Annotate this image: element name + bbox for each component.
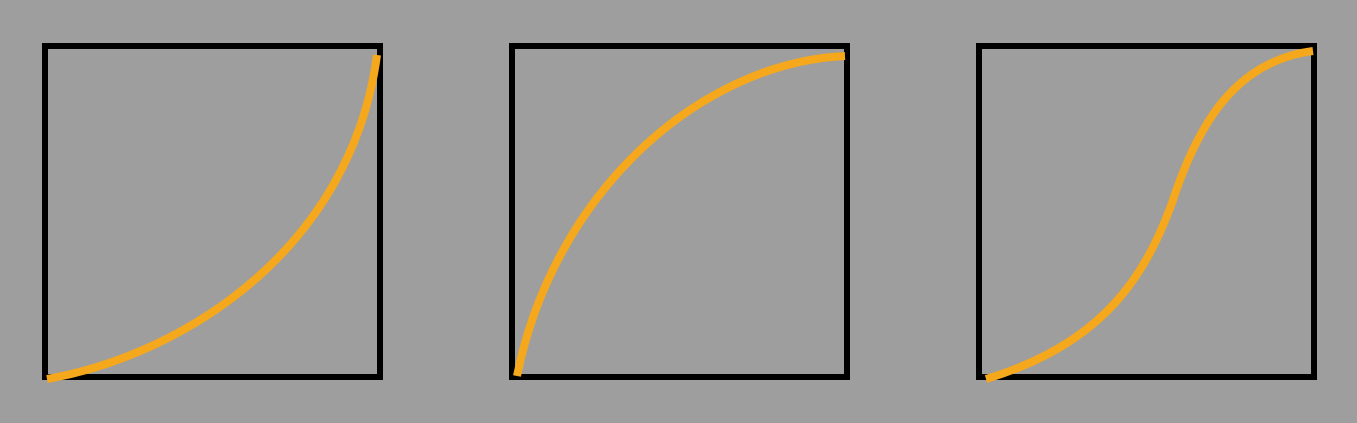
ease-in-out-graph [976,43,1317,383]
ease-in-out-curve [984,47,1314,383]
ease-in-panel [42,43,385,383]
ease-out-curve [513,52,846,377]
ease-in-out-panel [976,43,1319,383]
ease-out-panel [509,43,852,383]
graph-frame [42,43,383,380]
graph-frame [976,43,1317,380]
ease-in-curve [46,54,381,383]
ease-out-graph [509,43,850,380]
graph-frame [509,43,850,380]
ease-in-graph [42,43,383,383]
